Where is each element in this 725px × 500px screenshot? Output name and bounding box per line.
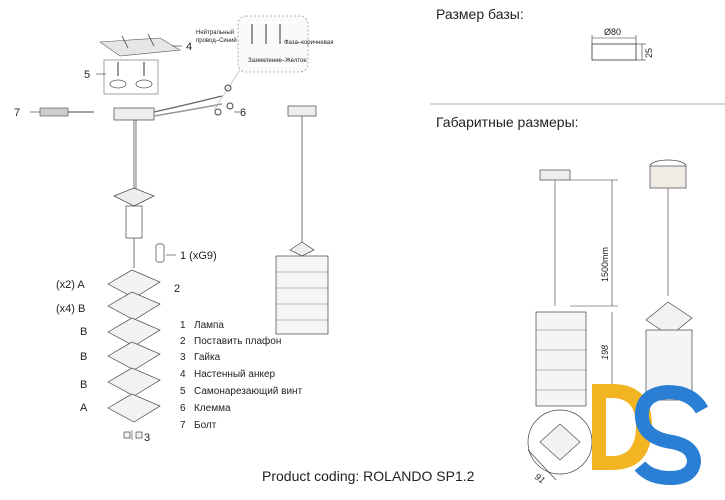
base-diameter-label: Ø80: [604, 27, 621, 37]
callout-7: 7: [14, 107, 20, 119]
base-size-drawing: Ø80 25: [591, 27, 654, 61]
bolt: [30, 107, 94, 117]
overall-dims-drawing: 1500mm 198 91: [527, 159, 693, 485]
ds-logo: [592, 384, 709, 486]
shade-a-callout-2: A: [80, 402, 88, 414]
shade-b-callout-3: B: [80, 351, 87, 363]
callout-1: 1 (xG9): [180, 250, 217, 262]
phase-wire-label: Фаза–коричневая: [284, 40, 333, 46]
body-width-label: 91: [533, 471, 547, 485]
callout-2: 2: [174, 283, 180, 295]
shade-a-callout-1: (x2) A: [56, 279, 85, 291]
shade-b-callout-1: (x4) B: [56, 303, 85, 315]
callout-6: 6: [240, 107, 246, 119]
assembled-lamp: [275, 105, 329, 335]
shade-b-callout-4: B: [80, 379, 87, 391]
callout-3: 3: [144, 432, 150, 444]
ground-wire-label: Заземление–Желтое: [248, 58, 307, 64]
base-size-title: Размер базы:: [436, 6, 524, 22]
wiring-detail: Нейтральный провод–Синий Фаза–коричневая…: [196, 15, 333, 111]
lamp-socket: [125, 205, 143, 239]
base-height-label: 25: [644, 48, 654, 58]
shade-stack-exploded: [107, 269, 161, 440]
product-coding: Product coding: ROLANDO SP1.2: [262, 468, 475, 484]
bulb-g9: [155, 243, 176, 263]
body-height-label: 198: [600, 345, 610, 360]
callout-5: 5: [84, 69, 90, 81]
neutral-wire-label-1: Нейтральный: [196, 29, 234, 36]
lamp-holder-cap: [113, 187, 155, 207]
callout-4: 4: [186, 41, 192, 53]
canopy: [113, 84, 240, 121]
overall-size-title: Габаритные размеры:: [436, 114, 579, 130]
ceiling-plate: [99, 33, 182, 57]
neutral-wire-label-2: провод–Синий: [196, 37, 237, 44]
screws: [96, 59, 159, 95]
shade-b-callout-2: B: [80, 326, 87, 338]
cord-length-label: 1500mm: [600, 247, 610, 282]
